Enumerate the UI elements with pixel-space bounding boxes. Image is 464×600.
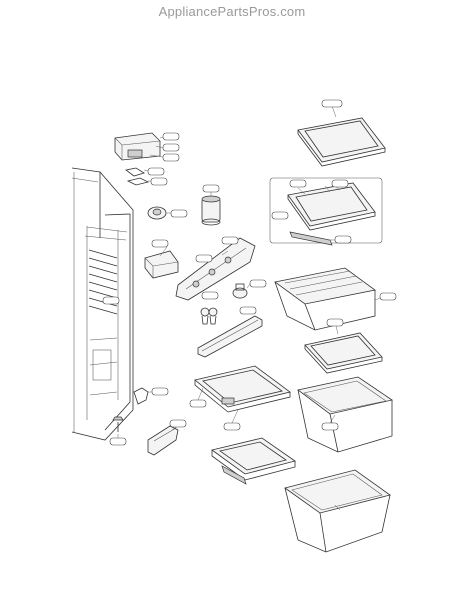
callout-marker [223, 422, 241, 431]
callout-marker [109, 437, 127, 446]
callout-marker [379, 292, 397, 301]
callout-marker [202, 184, 220, 193]
callout-marker [321, 99, 343, 108]
callout-marker [249, 279, 267, 288]
callout-marker [326, 318, 344, 327]
callout-leaders [117, 105, 341, 511]
glass-shelf-left [194, 365, 291, 413]
watermark: AppliancePartsPros.com [158, 4, 306, 19]
callout-marker [162, 132, 180, 141]
top-shelf [297, 117, 386, 167]
callout-marker [150, 177, 168, 186]
callout-marker [170, 209, 188, 218]
small-cover [147, 425, 179, 456]
adjustable-shelf-assembly [269, 177, 383, 246]
lower-shelf-assembly [211, 437, 296, 485]
crisper-cover-shelf [304, 332, 383, 374]
callout-marker [239, 306, 257, 315]
callout-marker [271, 211, 289, 220]
water-filter [201, 192, 221, 226]
callout-marker [321, 422, 339, 431]
callout-marker [151, 387, 169, 396]
callout-marker [221, 236, 239, 245]
callout-marker [195, 254, 213, 263]
meat-pan-drawer [274, 267, 381, 331]
trim-cover [197, 315, 263, 358]
control-housing-assembly [114, 132, 164, 186]
lamp-cover [175, 237, 256, 301]
callout-marker [331, 179, 349, 188]
callout-marker [162, 153, 180, 162]
hinge-part [112, 387, 152, 432]
callout-marker [169, 419, 187, 428]
callout-marker [147, 167, 165, 176]
lamp-housing [144, 246, 179, 279]
refrigerator-cabinet [71, 167, 134, 441]
callout-marker [162, 143, 180, 152]
vegetable-drawer [297, 376, 393, 453]
callout-marker [102, 296, 120, 305]
callout-marker [334, 235, 352, 244]
shelf-rails [88, 249, 118, 315]
callout-markers [102, 99, 397, 446]
callout-marker [151, 239, 169, 248]
callout-marker [201, 291, 219, 300]
callout-marker [189, 399, 207, 408]
callout-marker [289, 179, 307, 188]
lamp-bulbs [200, 283, 251, 325]
bottom-drawer [284, 469, 391, 553]
damper-part [147, 206, 171, 220]
